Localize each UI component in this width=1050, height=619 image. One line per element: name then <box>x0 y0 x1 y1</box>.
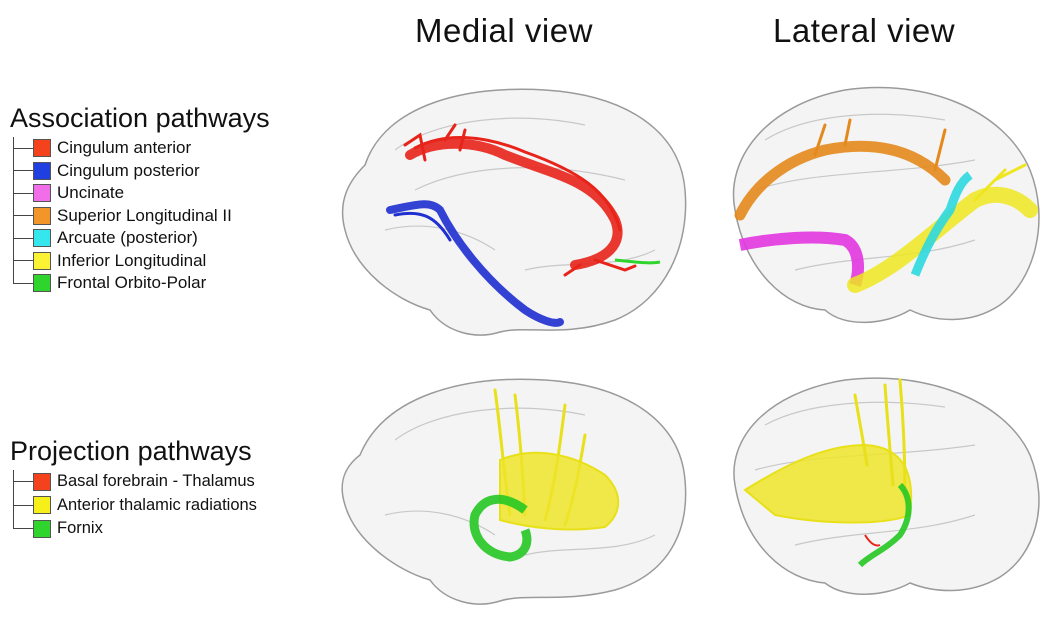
legend-label: Inferior Longitudinal <box>57 251 206 271</box>
legend-label: Anterior thalamic radiations <box>57 496 257 515</box>
basal-forebrain-thalamus-swatch <box>33 473 51 491</box>
legend-item-cingulum-anterior: Cingulum anterior <box>13 137 232 160</box>
association-legend: Cingulum anterior Cingulum posterior Unc… <box>13 137 232 295</box>
uncinate-swatch <box>33 184 51 202</box>
legend-item-frontal-orbito-polar: Frontal Orbito-Polar <box>13 272 232 295</box>
legend-item-arcuate: Arcuate (posterior) <box>13 227 232 250</box>
superior-longitudinal-swatch <box>33 207 51 225</box>
legend-label: Uncinate <box>57 183 124 203</box>
legend-item-superior-longitudinal: Superior Longitudinal II <box>13 205 232 228</box>
cingulum-anterior-swatch <box>33 139 51 157</box>
legend-label: Frontal Orbito-Polar <box>57 273 206 293</box>
legend-item-fornix: Fornix <box>13 517 257 541</box>
medial-view-title: Medial view <box>415 12 593 50</box>
projection-legend: Basal forebrain - Thalamus Anterior thal… <box>13 470 257 541</box>
medial-projection-brain <box>325 365 705 615</box>
medial-association-brain <box>325 70 705 350</box>
frontal-orbito-polar-swatch <box>33 274 51 292</box>
legend-item-cingulum-posterior: Cingulum posterior <box>13 160 232 183</box>
fornix-swatch <box>33 520 51 538</box>
arcuate-swatch <box>33 229 51 247</box>
cingulum-posterior-swatch <box>33 162 51 180</box>
legend-item-uncinate: Uncinate <box>13 182 232 205</box>
lateral-association-brain <box>715 70 1050 350</box>
legend-item-anterior-thalamic-radiations: Anterior thalamic radiations <box>13 494 257 518</box>
legend-label: Fornix <box>57 519 103 538</box>
projection-pathways-title: Projection pathways <box>10 436 252 467</box>
legend-label: Superior Longitudinal II <box>57 206 232 226</box>
legend-label: Cingulum anterior <box>57 138 191 158</box>
legend-item-basal-forebrain-thalamus: Basal forebrain - Thalamus <box>13 470 257 494</box>
association-pathways-title: Association pathways <box>10 103 270 134</box>
legend-item-inferior-longitudinal: Inferior Longitudinal <box>13 250 232 273</box>
legend-label: Cingulum posterior <box>57 161 200 181</box>
lateral-view-title: Lateral view <box>773 12 955 50</box>
legend-label: Arcuate (posterior) <box>57 228 198 248</box>
inferior-longitudinal-swatch <box>33 252 51 270</box>
brain-outline <box>733 88 1038 323</box>
anterior-thalamic-radiations-swatch <box>33 496 51 514</box>
lateral-projection-brain <box>715 365 1050 615</box>
legend-label: Basal forebrain - Thalamus <box>57 472 255 491</box>
